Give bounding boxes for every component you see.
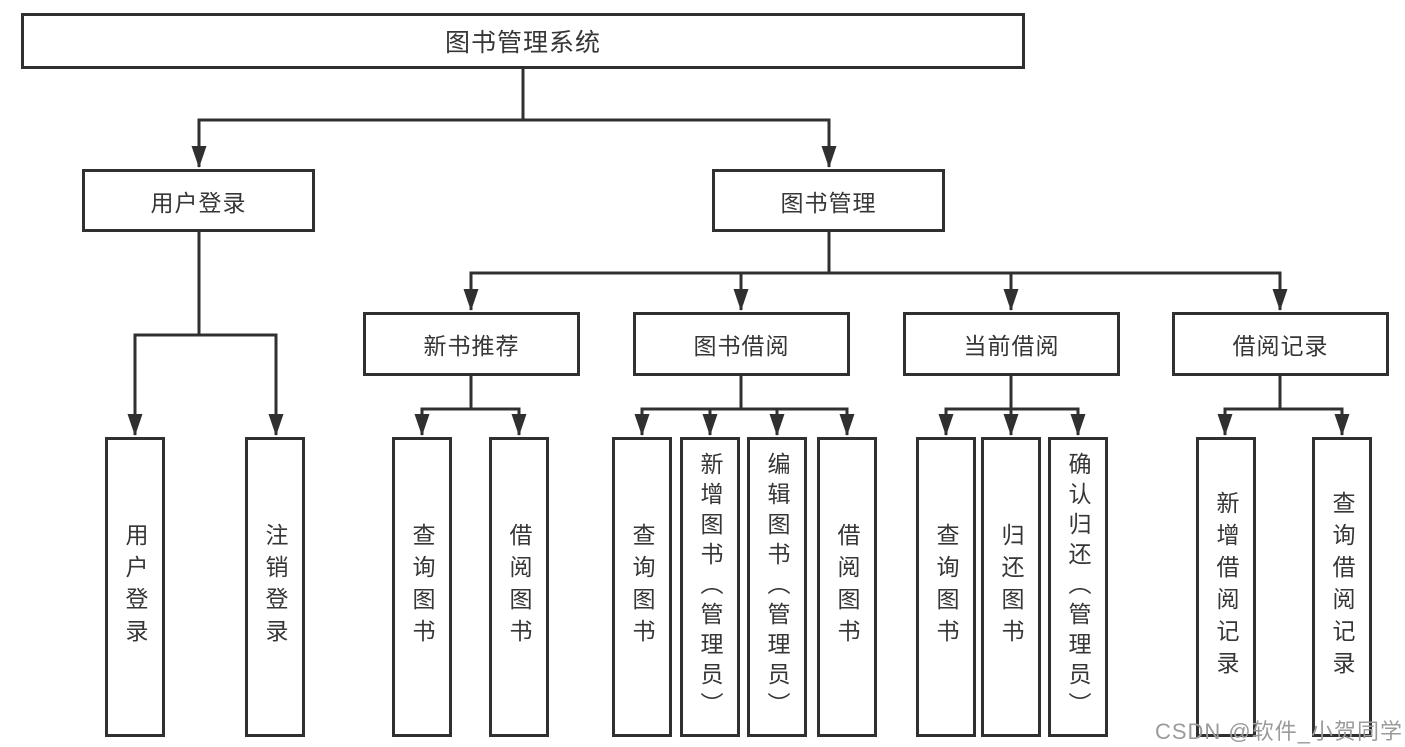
node-leaf-query-book-recommend: 查询图书 [392,437,452,737]
node-leaf-logout: 注销登录 [245,437,305,737]
node-book-management: 图书管理 [712,169,945,232]
node-borrow-record: 借阅记录 [1172,312,1389,376]
node-leaf-borrow-book: 借阅图书 [817,437,877,737]
node-leaf-borrow-book-recommend: 借阅图书 [489,437,549,737]
node-current-borrow: 当前借阅 [903,312,1120,376]
node-leaf-add-borrow-record: 新增借阅记录 [1196,437,1256,737]
node-leaf-add-book-admin: 新增图书（管理员） [680,437,740,737]
csdn-watermark: CSDN @软件_小贺同学 [1154,719,1403,744]
node-leaf-query-book-borrow: 查询图书 [612,437,672,737]
node-leaf-confirm-return-admin: 确认归还（管理员） [1048,437,1108,737]
node-leaf-return-book: 归还图书 [981,437,1041,737]
node-leaf-edit-book-admin: 编辑图书（管理员） [747,437,807,737]
node-user-login: 用户登录 [82,169,315,232]
node-book-borrow: 图书借阅 [633,312,850,376]
node-leaf-user-login: 用户登录 [105,437,165,737]
node-new-book-recommend: 新书推荐 [363,312,580,376]
node-leaf-query-book-current: 查询图书 [916,437,976,737]
node-leaf-query-borrow-record: 查询借阅记录 [1312,437,1372,737]
node-library-management-system: 图书管理系统 [21,13,1025,69]
